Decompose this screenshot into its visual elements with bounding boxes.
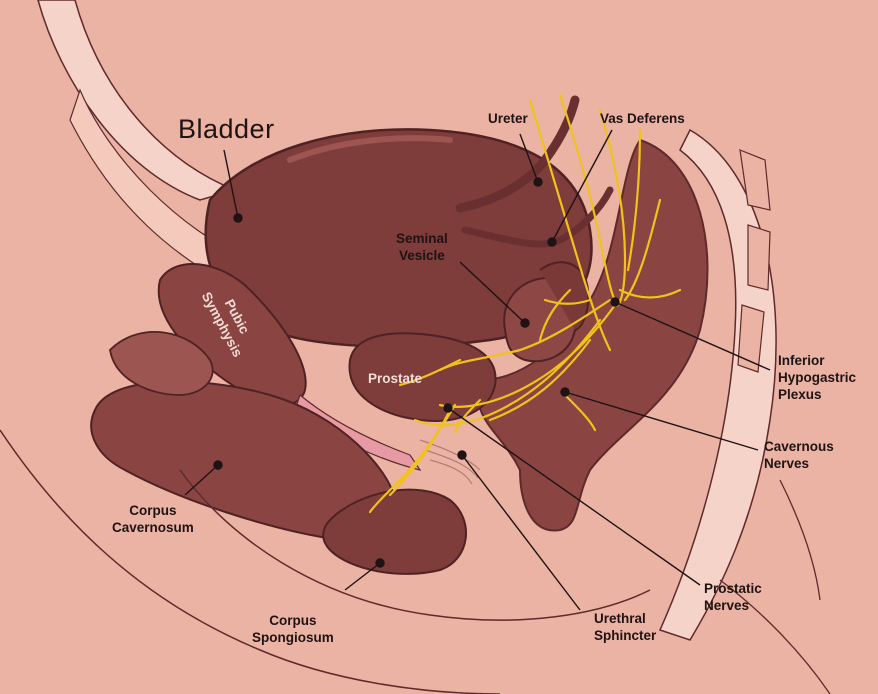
bladder-label: Bladder [178,114,275,144]
prostatic-nerves-label-line1: Prostatic [704,581,762,596]
corpus-spongiosum-shape [322,488,467,575]
prostatic-nerves-label: Prostatic Nerves [704,580,762,614]
nerve-plexus [368,93,682,514]
corpus-cavernosum-label-line2: Cavernosum [112,520,194,535]
bladder-highlight [287,135,453,163]
vas-deferens-tube [461,186,614,248]
urethral-sphincter-label-line1: Urethral [594,611,646,626]
skin-outline [0,429,501,694]
seminal-vesicle-label-line1: Seminal [396,231,448,246]
urethral-sphincter-label: Urethral Sphincter [594,610,656,644]
seminal-vesicle-label-line2: Vesicle [398,248,445,263]
vas-deferens-label: Vas Deferens [600,111,685,126]
perineum-outline [179,469,651,621]
plexus-label-line3: Plexus [778,387,822,402]
penile-base [109,330,214,396]
corpus-spongiosum-label: Corpus Spongiosum [252,612,334,646]
corpus-spongiosum-label-line2: Spongiosum [252,630,334,645]
plexus-label-line2: Hypogastric [778,370,857,385]
ureter-label: Ureter [488,111,528,126]
plexus-label-line1: Inferior [778,353,825,368]
cavernous-nerves-label: Cavernous Nerves [764,438,834,472]
sacral-wall [658,128,777,641]
inferior-hypogastric-plexus-label: Inferior Hypogastric Plexus [778,352,856,403]
corpus-cavernosum-label-line1: Corpus [129,503,177,518]
cavernous-nerves-label-line2: Nerves [764,456,810,471]
urethral-sphincter-label-line2: Sphincter [594,628,657,643]
cavernous-nerves-label-line1: Cavernous [764,439,834,454]
leader-lines [184,129,771,611]
gluteal-outline [719,479,831,694]
prostate-label: Prostate [368,371,423,386]
sacral-segments [737,149,771,373]
prostatic-nerves-label-line2: Nerves [704,598,750,613]
corpus-spongiosum-label-line1: Corpus [269,613,317,628]
corpus-cavernosum-label: Corpus Cavernosum [112,502,194,536]
seminal-vesicle-label: Seminal Vesicle [396,230,448,264]
abdominal-wall [37,0,238,201]
